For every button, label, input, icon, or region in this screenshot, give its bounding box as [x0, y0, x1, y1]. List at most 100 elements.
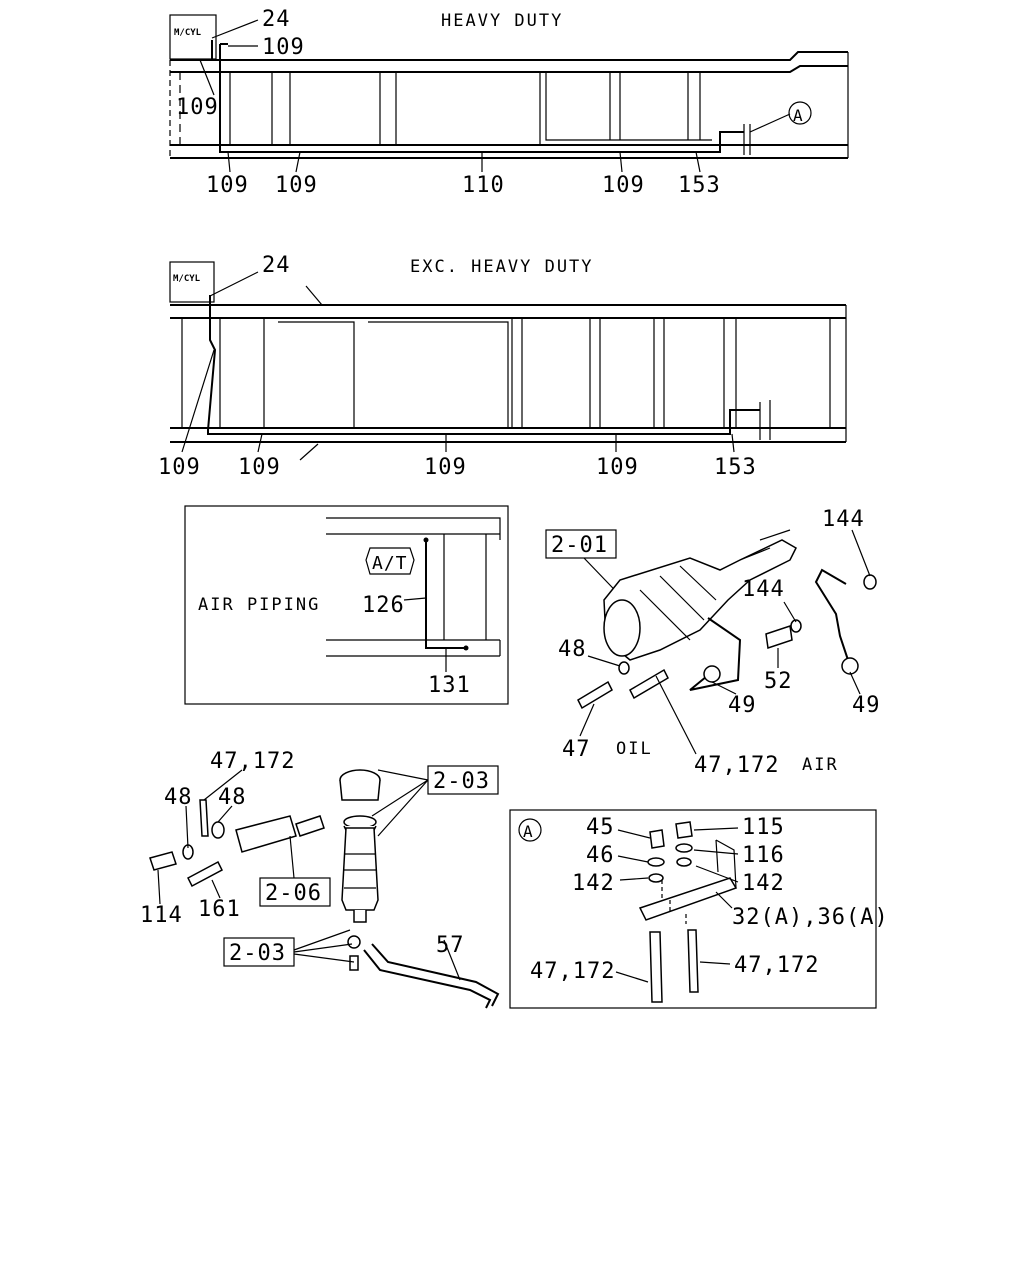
air-pipe-right [814, 568, 849, 661]
booster-label-52: 52 [764, 669, 793, 694]
booster-end [603, 599, 641, 657]
exc-label-109-c: 109 [424, 455, 467, 480]
detail-label-32-36: 32(A),36(A) [732, 905, 889, 930]
washer-46 [647, 857, 665, 867]
mc-leaders [157, 769, 461, 981]
cylinder-piston [295, 815, 325, 837]
ref-box-2-03-bottom-label: 2-03 [229, 941, 286, 966]
exc-label-24: 24 [262, 253, 291, 278]
master-cylinder-assembly: 2-03 2-03 2-06 47,172 48 48 114 [140, 749, 500, 1009]
brake-pipe [211, 40, 744, 153]
exc-label-109-d: 109 [596, 455, 639, 480]
hd-label-109-e: 109 [602, 173, 645, 198]
stud-47-172-left [649, 931, 663, 1003]
reservoir-bands [344, 853, 376, 889]
booster-assembly: 2-01 144 144 48 52 49 49 47 OIL 47,172 A… [545, 507, 881, 778]
booster-label-air: AIR [802, 755, 839, 775]
heavy-duty-title: HEAVY DUTY [441, 11, 563, 31]
washer-48 [618, 661, 630, 675]
mc-label-161: 161 [198, 897, 241, 922]
ref-box-2-06-label: 2-06 [265, 881, 322, 906]
air-pipe [425, 540, 466, 649]
booster-leaders [579, 529, 871, 755]
exc-cross-members [181, 318, 831, 428]
exc-slant [305, 285, 323, 306]
ref-box-2-06 [259, 877, 331, 907]
booster-label-47-172: 47,172 [694, 753, 779, 778]
exc-heavy-duty-frame: EXC. HEAVY DUTY M/CYL 24 109 109 109 109… [158, 253, 847, 480]
booster-label-49-a: 49 [728, 693, 757, 718]
mc-label-48-a: 48 [164, 785, 193, 810]
callout-a-circle [788, 101, 812, 125]
stud-47-oil [577, 680, 613, 710]
air-frame-lines [326, 517, 501, 657]
ref-2-06-leader [289, 835, 295, 879]
booster-label-48: 48 [558, 637, 587, 662]
exc-bracket [759, 400, 771, 440]
exc-label-109-a: 109 [158, 455, 201, 480]
exc-heavy-duty-title: EXC. HEAVY DUTY [410, 257, 594, 277]
exc-rails [170, 304, 846, 443]
air-piping-border [184, 505, 509, 705]
washer-142-right [676, 857, 692, 867]
cylinder-body [235, 815, 297, 853]
at-tag-label: A/T [372, 553, 408, 574]
exc-brake-pipe [207, 295, 760, 435]
washer-144-b [790, 619, 802, 633]
hd-label-110: 110 [462, 173, 505, 198]
mcyl-label: M/CYL [174, 28, 202, 38]
booster-detail [639, 529, 791, 641]
air-label-131: 131 [428, 673, 471, 698]
detail-label-47-172-a: 47,172 [530, 959, 615, 984]
nut-115 [675, 821, 693, 839]
air-fitting-top [423, 537, 429, 543]
hd-label-109-c: 109 [206, 173, 249, 198]
air-fitting-end [463, 645, 469, 651]
hd-label-109-a: 109 [262, 35, 305, 60]
booster-label-49-b: 49 [852, 693, 881, 718]
bracket-upright [715, 839, 737, 889]
nut-45 [649, 829, 665, 849]
detail-label-116: 116 [742, 843, 785, 868]
washer-116 [675, 843, 693, 853]
stud-47-172 [199, 799, 209, 837]
heavy-leaders [199, 19, 701, 173]
hd-label-153: 153 [678, 173, 721, 198]
nut-49-left [703, 665, 721, 683]
air-piping-panel: AIR PIPING A/T 126 131 [184, 505, 509, 705]
booster-label-oil: OIL [616, 739, 653, 759]
ref-box-2-03-top-label: 2-03 [433, 769, 490, 794]
bolt-114 [149, 851, 177, 871]
ref-box-2-01-label: 2-01 [551, 533, 608, 558]
air-piping-title: AIR PIPING [198, 595, 320, 615]
booster-label-144-b: 144 [742, 577, 785, 602]
stud-47-172-right [687, 929, 699, 993]
mcyl-box-2 [169, 261, 215, 303]
bolt-52 [765, 625, 793, 649]
air-label-126: 126 [362, 593, 405, 618]
ref-box-2-01 [545, 529, 617, 559]
clip [347, 935, 361, 949]
exc-label-109-b: 109 [238, 455, 281, 480]
mc-label-114: 114 [140, 903, 183, 928]
nut-49-right [841, 657, 859, 675]
detail-a-leaders [615, 827, 739, 983]
fitting [349, 955, 359, 971]
mc-label-57: 57 [436, 933, 465, 958]
detail-a-circle [518, 818, 542, 842]
hose-57 [363, 949, 492, 1009]
top-rail [170, 51, 848, 61]
bolt-161 [187, 860, 223, 888]
callout-a-leader [749, 113, 791, 133]
washer-144-a [863, 574, 877, 590]
detail-label-142-b: 142 [742, 871, 785, 896]
air-leaders [403, 597, 447, 672]
reservoir-body [341, 827, 379, 911]
detail-a-panel: A 45 115 46 116 142 142 32(A),36(A) 47,1… [509, 809, 889, 1009]
at-tag-shape [365, 547, 415, 575]
reservoir-neck [353, 910, 367, 923]
hd-label-109-b: 109 [176, 95, 219, 120]
pipe-bracket [743, 124, 751, 155]
heavy-duty-frame: HEAVY DUTY M/CYL A 24 109 109 109 109 11… [169, 7, 849, 198]
